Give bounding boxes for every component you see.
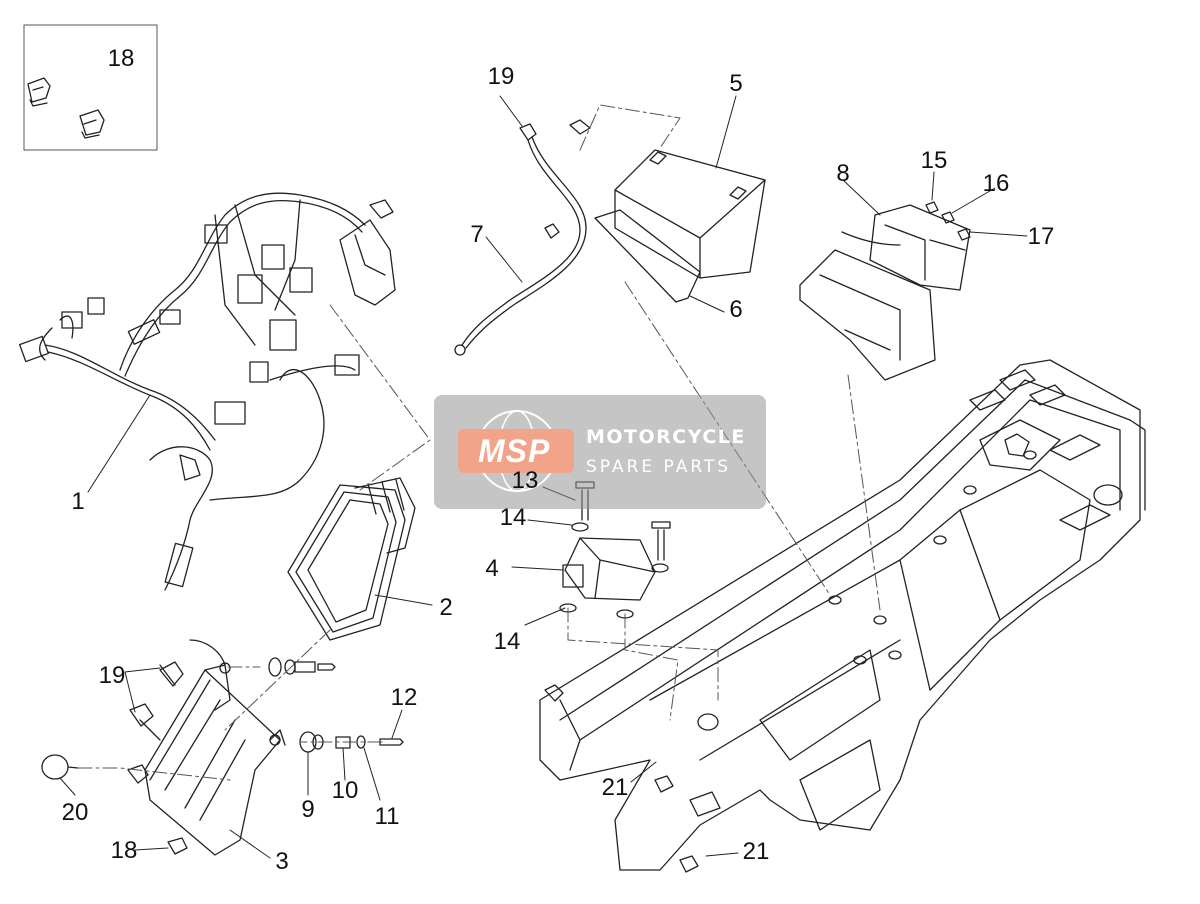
callout-9: 9 [301,796,315,823]
callout-6: 6 [729,296,743,323]
callout-2: 2 [439,594,453,621]
callout-14: 14 [493,628,521,655]
callout-10: 10 [331,777,359,804]
callout-1: 1 [71,488,85,515]
watermark-globe-icon [458,410,574,492]
callout-19: 19 [98,662,126,689]
battery [594,149,766,303]
callout-20: 20 [61,799,89,826]
ecu-bracket [127,639,286,856]
inset-clips-box [23,24,158,151]
callout-15: 15 [920,147,948,174]
callout-21: 21 [742,838,770,865]
callout-14: 14 [499,504,527,531]
leader-lines [59,95,1028,859]
assembly-lines [77,104,881,781]
callout-17: 17 [1027,223,1055,250]
callout-18: 18 [107,45,135,72]
relay-holder [799,201,971,381]
callout-13: 13 [511,467,539,494]
callout-4: 4 [485,555,499,582]
rear-frame [539,359,1146,873]
callout-12: 12 [390,684,418,711]
battery-cable [454,119,591,356]
callout-19: 19 [487,63,515,90]
callout-5: 5 [729,70,743,97]
watermark-title: MOTORCYCLE [586,426,746,448]
watermark-subtitle: SPARE PARTS [586,457,732,477]
callout-3: 3 [275,848,289,875]
fastener-set [41,657,404,780]
callout-18: 18 [110,837,138,864]
wiring-harness [18,192,396,591]
callout-16: 16 [982,170,1010,197]
callout-21: 21 [601,774,629,801]
callout-7: 7 [470,221,484,248]
watermark-logo-text: MSP [478,433,551,469]
ecu-unit [287,477,416,641]
callout-8: 8 [836,160,850,187]
callout-11: 11 [374,803,400,830]
